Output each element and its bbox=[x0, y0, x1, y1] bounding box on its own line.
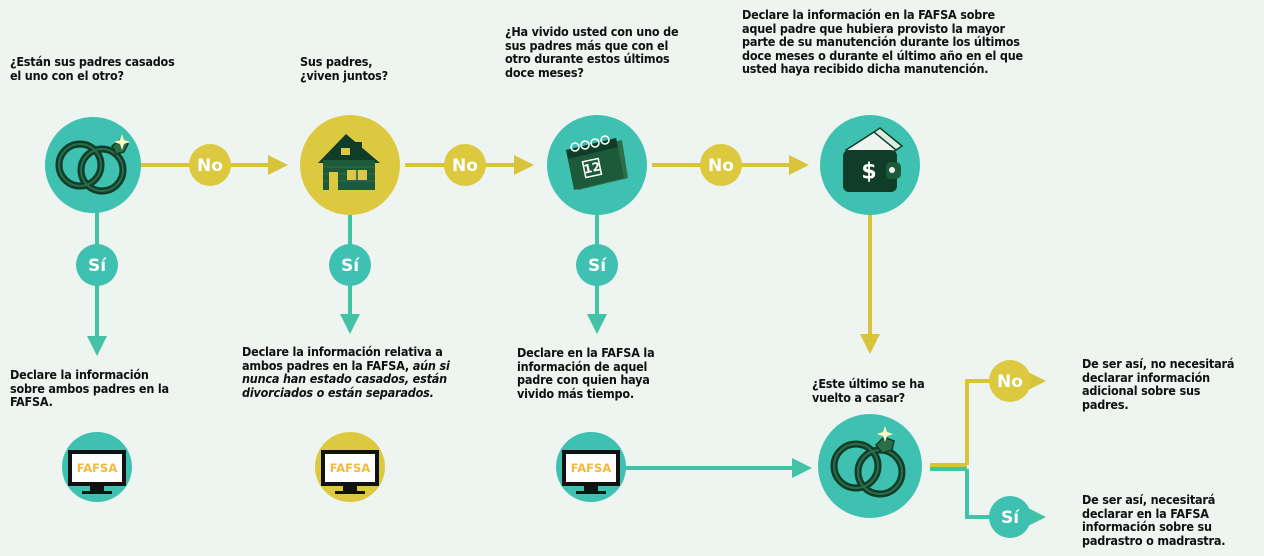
instruction-report-both-parents-unmarried: Declare la información relativa a ambos … bbox=[242, 345, 492, 399]
computer-monitor-icon: FAFSA bbox=[62, 432, 132, 502]
rings-icon bbox=[45, 117, 141, 213]
instruction-report-support-parent: Declare la información en la FAFSA sobre… bbox=[742, 7, 1023, 76]
no-badge-2: No bbox=[444, 144, 486, 186]
svg-text:12: 12 bbox=[582, 159, 601, 176]
question-parents-live-together: Sus padres, ¿viven juntos? bbox=[300, 54, 388, 83]
house-icon bbox=[300, 115, 400, 215]
svg-text:No: No bbox=[197, 156, 223, 176]
question-lived-with-one-parent: ¿Ha vivido usted con uno de sus padres m… bbox=[505, 24, 679, 80]
yes-badge-2: Sí bbox=[329, 244, 371, 286]
computer-monitor-icon: FAFSA bbox=[556, 432, 626, 502]
computer-monitor-icon: FAFSA bbox=[315, 432, 385, 502]
instruction-report-parent-lived-longest: Declare en la FAFSA la información de aq… bbox=[517, 345, 655, 401]
no-badge-3: No bbox=[700, 144, 742, 186]
svg-text:Sí: Sí bbox=[588, 256, 607, 276]
svg-text:Sí: Sí bbox=[1001, 508, 1020, 528]
no-badge-1: No bbox=[189, 144, 231, 186]
wallet-icon: $ bbox=[820, 115, 920, 215]
svg-text:No: No bbox=[452, 156, 478, 176]
svg-text:Sí: Sí bbox=[88, 256, 107, 276]
instruction-text-italic: aún si nunca han estado casados, están d… bbox=[242, 357, 450, 400]
question-parents-married: ¿Están sus padres casados el uno con el … bbox=[10, 54, 175, 83]
svg-text:FAFSA: FAFSA bbox=[571, 461, 612, 475]
no-badge-4: No bbox=[989, 360, 1031, 402]
calendar-icon: 12 bbox=[547, 115, 647, 215]
svg-text:No: No bbox=[997, 372, 1023, 392]
svg-text:No: No bbox=[708, 156, 734, 176]
svg-text:FAFSA: FAFSA bbox=[330, 461, 371, 475]
yes-badge-3: Sí bbox=[576, 244, 618, 286]
rings-icon bbox=[818, 414, 922, 518]
result-remarried: De ser así, necesitará declarar en la FA… bbox=[1082, 492, 1226, 548]
svg-text:FAFSA: FAFSA bbox=[77, 461, 118, 475]
yes-badge-1: Sí bbox=[76, 244, 118, 286]
svg-text:$: $ bbox=[861, 160, 876, 185]
svg-text:Sí: Sí bbox=[341, 256, 360, 276]
result-not-remarried: De ser así, no necesitará declarar infor… bbox=[1082, 356, 1235, 412]
instruction-text-plain: Declare la información relativa a ambos … bbox=[242, 344, 443, 373]
instruction-report-both-parents: Declare la información sobre ambos padre… bbox=[10, 367, 169, 409]
question-remarried: ¿Este último se ha vuelto a casar? bbox=[812, 376, 925, 405]
yes-badge-4: Sí bbox=[989, 496, 1031, 538]
